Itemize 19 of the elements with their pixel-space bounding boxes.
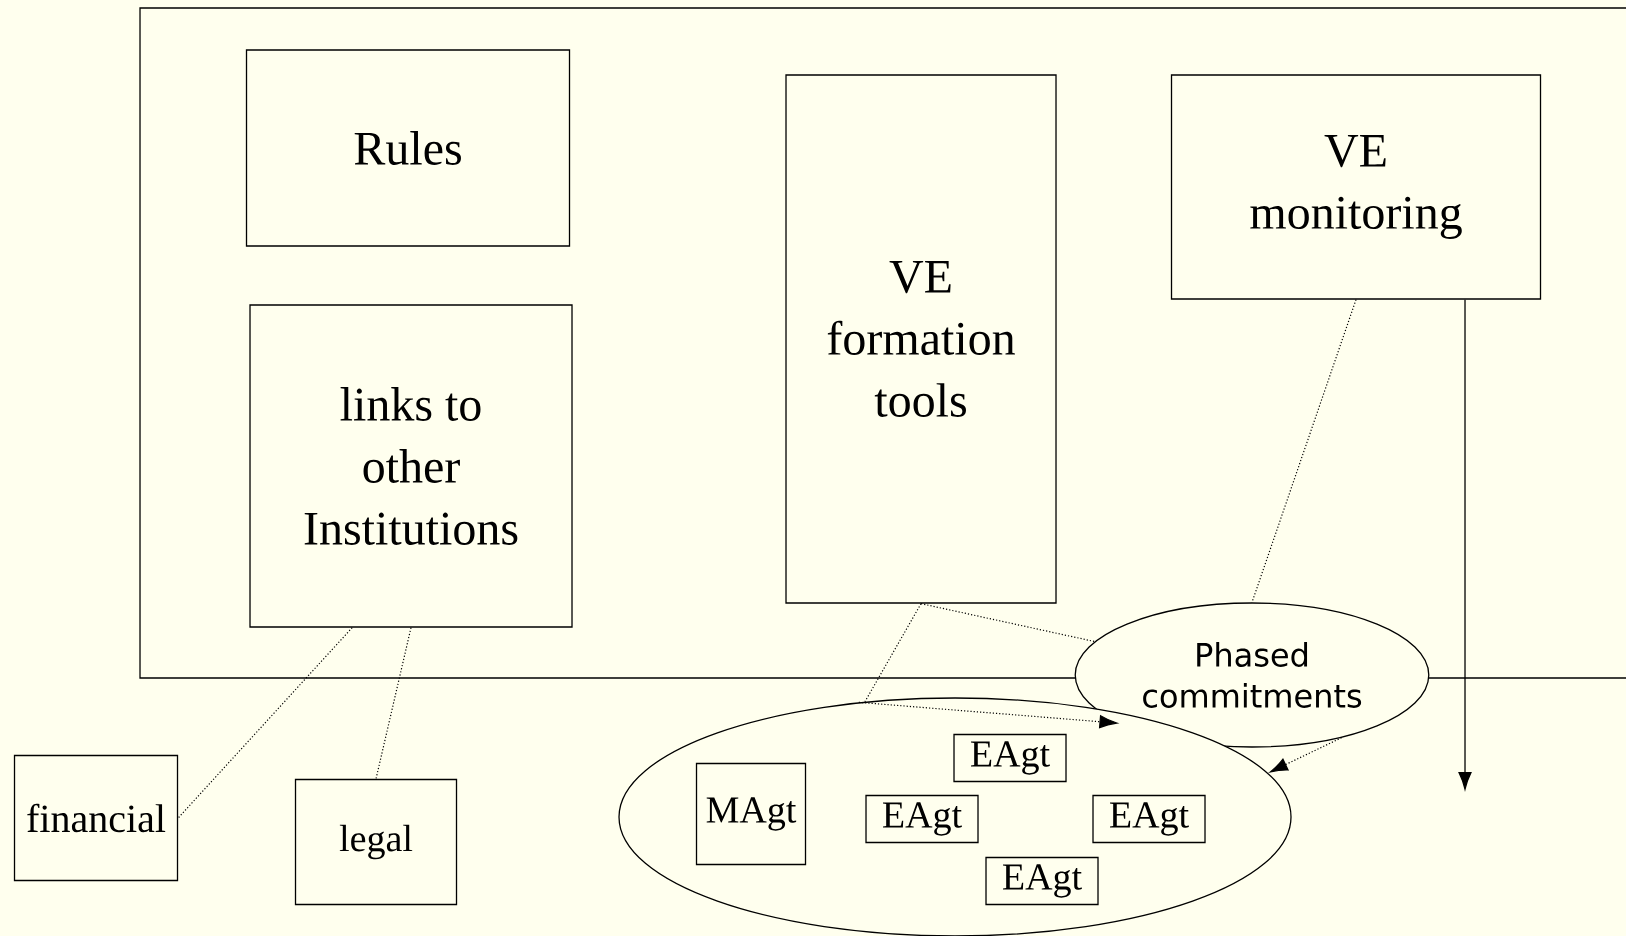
connector-line xyxy=(920,603,1096,643)
connector-line xyxy=(177,627,353,819)
legal-box: legal xyxy=(294,778,458,906)
institutions-box: links to other Institutions xyxy=(249,304,573,628)
rules-box: Rules xyxy=(245,49,571,247)
agent-box: MAgt xyxy=(695,762,807,866)
agent-box: EAgt xyxy=(1092,794,1206,844)
agent-box: EAgt xyxy=(953,733,1067,783)
arrow xyxy=(1458,299,1472,790)
agent-box: EAgt xyxy=(865,794,979,844)
connector-line xyxy=(1251,299,1357,603)
arrow xyxy=(1269,737,1343,773)
agent-box: EAgt xyxy=(985,856,1099,906)
monitoring-box: VE monitoring xyxy=(1170,74,1542,300)
tools-box: VE formation tools xyxy=(785,74,1057,604)
connector-line xyxy=(375,627,412,780)
financial-box: financial xyxy=(13,754,179,882)
arrow xyxy=(858,701,1118,729)
connector-line xyxy=(864,603,922,703)
